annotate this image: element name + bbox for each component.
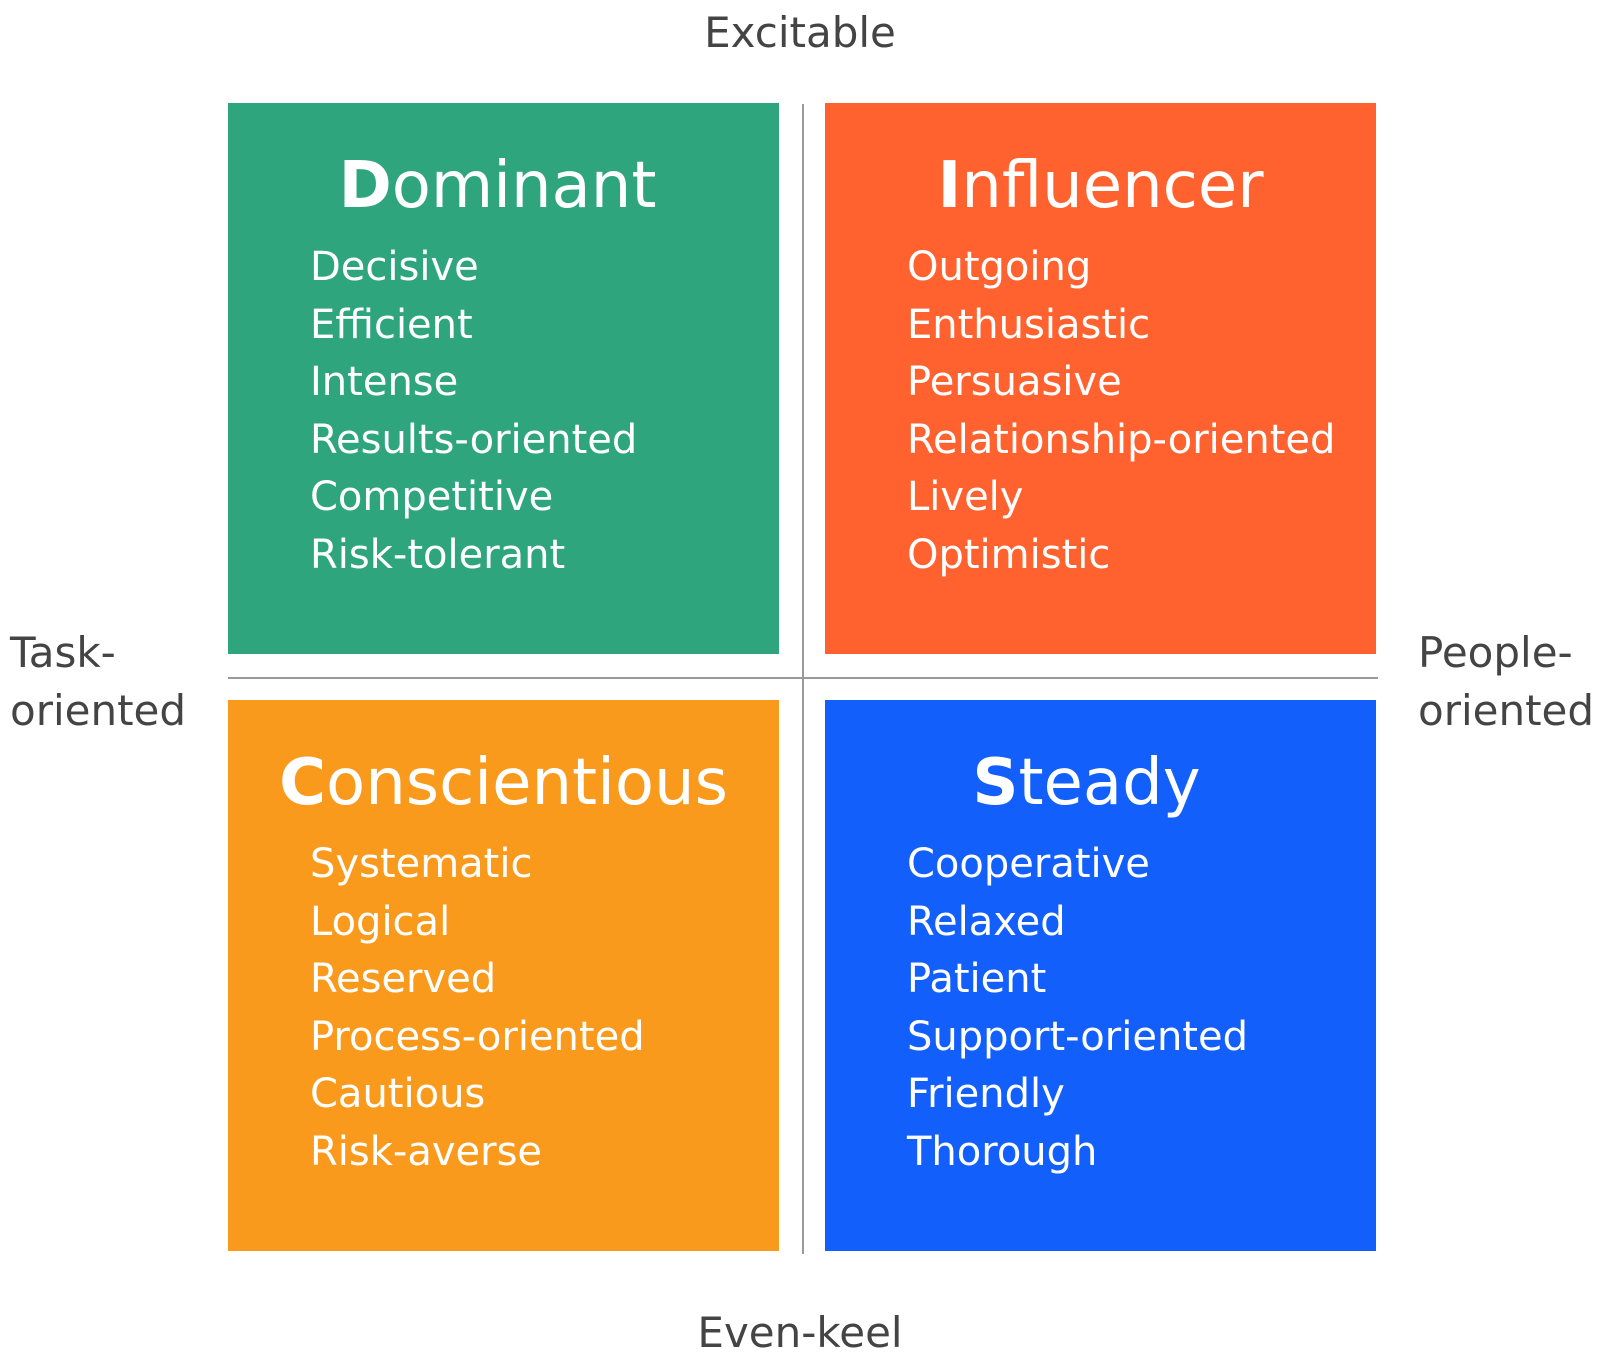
axis-label-line: oriented xyxy=(10,686,187,735)
trait-item: Efficient xyxy=(310,301,473,348)
trait-item: Reserved xyxy=(310,956,497,1002)
trait-item: Systematic xyxy=(310,841,533,887)
trait-item: Results-oriented xyxy=(310,416,638,463)
trait-list: Decisive Efficient Intense Results-orien… xyxy=(310,239,637,584)
quadrant-title-rest: onscientious xyxy=(326,746,728,820)
trait-list: Cooperative Relaxed Patient Support-orie… xyxy=(907,836,1248,1181)
quadrant-title-rest: ominant xyxy=(391,149,657,223)
trait-list: Outgoing Enthusiastic Persuasive Relatio… xyxy=(907,239,1335,584)
horizontal-divider xyxy=(228,677,1378,679)
trait-item: Thorough xyxy=(907,1128,1098,1175)
quadrant-steady: Steady Cooperative Relaxed Patient Suppo… xyxy=(825,700,1376,1251)
trait-item: Risk-tolerant xyxy=(310,531,566,578)
quadrant-title-initial: D xyxy=(338,149,392,223)
axis-label-excitable: Excitable xyxy=(704,8,896,57)
axis-label-line: oriented xyxy=(1418,686,1595,735)
quadrant-title: Dominant xyxy=(222,143,773,229)
quadrant-title-initial: I xyxy=(937,149,962,223)
axis-label-even-keel: Even-keel xyxy=(697,1308,903,1357)
quadrant-title: Conscientious xyxy=(228,740,779,826)
quadrant-title-rest: teady xyxy=(1018,746,1201,820)
quadrant-title: Steady xyxy=(811,740,1362,826)
quadrant-title-rest: nfluencer xyxy=(961,149,1264,223)
trait-item: Lively xyxy=(907,474,1024,520)
quadrant-conscientious: Conscientious Systematic Logical Reserve… xyxy=(228,700,779,1251)
trait-item: Optimistic xyxy=(907,531,1111,578)
trait-list: Systematic Logical Reserved Process-orie… xyxy=(310,836,645,1181)
axis-label-line: People- xyxy=(1418,628,1573,677)
trait-item: Persuasive xyxy=(907,359,1122,405)
trait-item: Cautious xyxy=(310,1071,486,1117)
quadrant-influencer: Influencer Outgoing Enthusiastic Persuas… xyxy=(825,103,1376,654)
quadrant-title-initial: C xyxy=(279,746,327,820)
trait-item: Intense xyxy=(310,359,459,405)
axis-label-task-oriented: Task- oriented xyxy=(10,624,186,740)
trait-item: Process-oriented xyxy=(310,1013,645,1060)
vertical-divider xyxy=(802,104,804,1254)
quadrant-dominant: Dominant Decisive Efficient Intense Resu… xyxy=(228,103,779,654)
trait-item: Enthusiastic xyxy=(907,301,1151,348)
axis-label-people-oriented: People- oriented xyxy=(1418,624,1594,740)
trait-item: Cooperative xyxy=(907,841,1150,887)
trait-item: Risk-averse xyxy=(310,1128,543,1175)
trait-item: Friendly xyxy=(907,1071,1065,1117)
trait-item: Patient xyxy=(907,956,1047,1002)
trait-item: Competitive xyxy=(310,474,554,520)
axis-label-line: Task- xyxy=(10,628,116,677)
trait-item: Logical xyxy=(310,898,451,945)
trait-item: Support-oriented xyxy=(907,1013,1248,1060)
trait-item: Relationship-oriented xyxy=(907,416,1336,463)
quadrant-title: Influencer xyxy=(825,143,1376,229)
quadrant-title-initial: S xyxy=(972,746,1019,820)
trait-item: Decisive xyxy=(310,244,479,290)
trait-item: Relaxed xyxy=(907,898,1066,945)
trait-item: Outgoing xyxy=(907,244,1092,290)
